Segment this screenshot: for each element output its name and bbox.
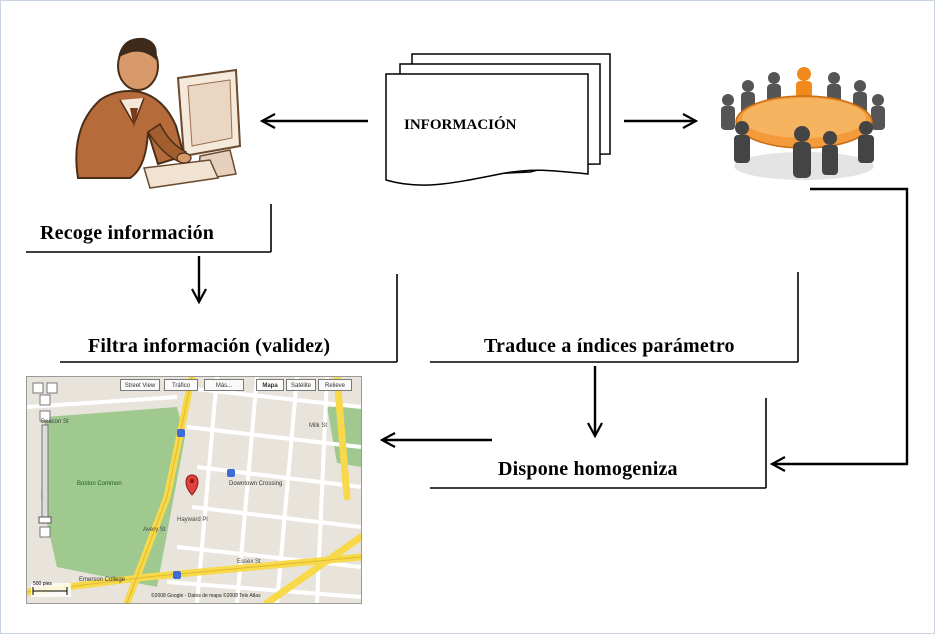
step-filtra-label: Filtra información (validez) (88, 335, 331, 357)
map-place-college: Emerson College (79, 577, 126, 583)
map-street-essex: Essex St (237, 559, 261, 565)
map-street-beacon: Beacon St (41, 419, 69, 425)
document-stack-icon (385, 53, 611, 186)
map-button-terrain[interactable]: Relieve (318, 379, 352, 391)
person-at-computer-icon (75, 37, 242, 189)
step-recoge-label: Recoge información (40, 222, 215, 244)
map-zoom-control (32, 382, 58, 538)
map-button-street-view[interactable]: Street View (120, 379, 160, 391)
map-street-avery: Avery St (143, 527, 166, 533)
document-label: INFORMACIÓN (404, 117, 517, 133)
map-scale-label: 500 pies (33, 581, 52, 587)
map-copyright: ©2008 Google - Datos de mapa ©2008 Tele … (151, 593, 261, 599)
map-button-more[interactable]: Más... (204, 379, 244, 391)
map-street-milk: Milk St (309, 423, 327, 429)
meeting-table-icon (721, 67, 885, 180)
map-button-satellite[interactable]: Satélite (286, 379, 316, 391)
step-dispone-label: Dispone homogeniza (498, 458, 678, 480)
arrow-meeting-to-dispone (772, 187, 909, 464)
map-street-hayward: Hayward Pl (177, 517, 208, 523)
map-place-crossing: Downtown Crossing (229, 481, 283, 487)
map-place-common: Boston Common (77, 481, 122, 487)
map-panel[interactable]: Street View Tráfico Más... Mapa Satélite… (26, 376, 362, 604)
map-canvas[interactable] (27, 377, 361, 603)
step-traduce-label: Traduce a índices parámetro (484, 335, 735, 357)
map-button-map[interactable]: Mapa (256, 379, 284, 391)
map-button-traffic[interactable]: Tráfico (164, 379, 198, 391)
